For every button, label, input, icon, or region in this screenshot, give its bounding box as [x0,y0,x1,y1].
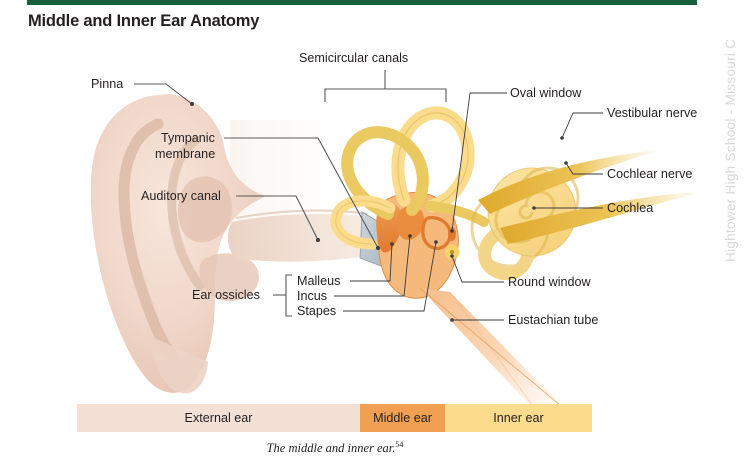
label-cochlear-nerve: Cochlear nerve [564,161,692,181]
label-auditory-canal-text: Auditory canal [141,189,221,203]
label-tympanic-line1: Tympanic [161,131,215,145]
label-oval-window: Oval window [450,86,582,233]
figure-caption-footnote: 54 [395,440,404,449]
legend-label-middle-ear: Middle ear [373,411,432,425]
eustachian-tube-shape [419,287,567,417]
label-ear-ossicles-text: Ear ossicles [192,288,260,302]
ear-region-legend: External ear Middle ear Inner ear [77,404,592,432]
label-pinna-text: Pinna [91,77,123,91]
label-ear-ossicles: Ear ossicles [192,274,292,317]
pinna-shape [90,94,267,394]
semicircular-canals-shape [330,106,489,250]
label-malleus-text: Malleus [297,274,340,288]
label-cochlear-nerve-text: Cochlear nerve [607,167,692,181]
label-eustachian-tube-text: Eustachian tube [508,313,598,327]
label-stapes-text: Stapes [297,304,336,318]
label-cochlea: Cochlea [532,201,653,215]
label-cochlea-text: Cochlea [607,201,653,215]
label-semicircular-canals: Semicircular canals [299,51,447,102]
figure-caption-text: The middle and inner ear. [266,441,396,456]
legend-item-middle-ear: Middle ear [360,404,445,432]
label-oval-window-text: Oval window [510,86,582,100]
label-tympanic-membrane: Tympanic membrane [155,131,380,250]
label-pinna: Pinna [91,77,194,106]
label-eustachian-tube: Eustachian tube [450,313,598,327]
legend-item-external-ear: External ear [77,404,360,432]
label-incus: Incus [297,234,412,303]
label-tympanic-line2: membrane [155,147,215,161]
label-auditory-canal: Auditory canal [141,189,320,242]
page-title: Middle and Inner Ear Anatomy [28,12,260,30]
label-incus-text: Incus [297,289,327,303]
label-semicircular-canals-text: Semicircular canals [299,51,408,65]
label-vestibular-nerve: Vestibular nerve [560,106,697,140]
green-top-rule [27,0,697,5]
label-round-window: Round window [450,254,592,289]
legend-label-external-ear: External ear [184,411,253,425]
figure-caption: The middle and inner ear.54 [0,440,670,456]
nerves-shape [478,150,700,244]
legend-item-inner-ear: Inner ear [445,404,592,432]
label-malleus: Malleus [297,242,394,288]
label-vestibular-nerve-text: Vestibular nerve [607,106,697,120]
label-round-window-text: Round window [508,275,592,289]
label-stapes: Stapes [297,240,438,318]
legend-label-inner-ear: Inner ear [493,411,544,425]
